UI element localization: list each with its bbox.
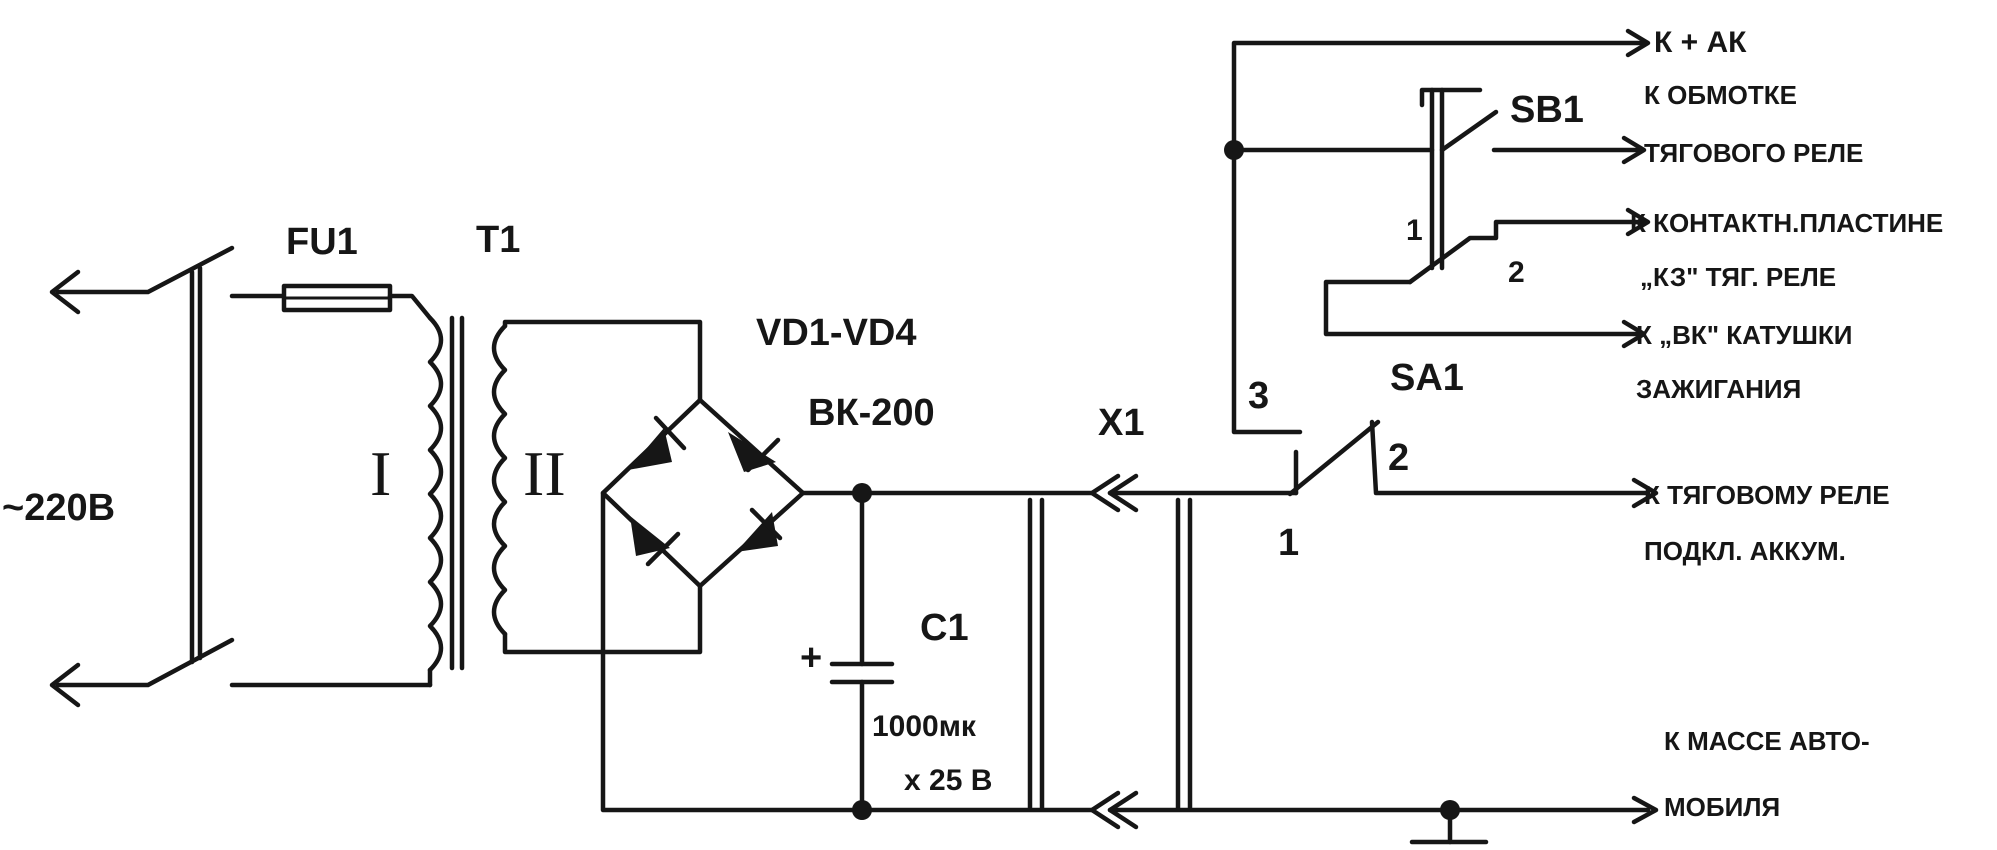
transformer-t1: [229, 315, 703, 688]
transformer-label: T1: [476, 219, 520, 261]
mains-voltage-label: ~220В: [2, 487, 115, 529]
button-label: SB1: [1510, 89, 1584, 131]
dest-mass-2: МОБИЛЯ: [1664, 792, 1780, 822]
dest-relay-1: К ТЯГОВОМУ РЕЛЕ: [1644, 480, 1890, 510]
diode-bridge: [600, 397, 1095, 813]
dest-plus-ak: К + АК: [1654, 26, 1747, 59]
bus-pin-3: 3: [1248, 375, 1269, 417]
switch-sa1: [1287, 419, 1659, 509]
button-sb1: [1323, 87, 1651, 349]
primary-winding-label: I: [370, 438, 391, 509]
dest-contact-1: К КОНТАКТН.ПЛАСТИНЕ: [1630, 208, 1943, 238]
capacitor-value-1: 1000мк: [872, 710, 977, 743]
dest-ignition-1: К „ВК" КАТУШКИ: [1636, 320, 1852, 350]
switch-label: SA1: [1390, 357, 1464, 399]
ground-symbol: [1409, 795, 1659, 845]
battery-bus: [1224, 28, 1651, 435]
fuse-fu1: [229, 283, 433, 321]
dest-ignition-2: ЗАЖИГАНИЯ: [1636, 374, 1801, 404]
button-pin-1: 1: [1406, 214, 1423, 247]
secondary-winding-label: II: [523, 438, 566, 509]
switch-pin-2: 2: [1388, 437, 1409, 479]
capacitor-label: C1: [920, 607, 969, 649]
dest-relay-2: ПОДКЛ. АККУМ.: [1644, 536, 1846, 566]
diode-bridge-label: VD1-VD4: [756, 312, 917, 354]
capacitor-c1: [829, 483, 895, 820]
diode-type-label: ВК-200: [808, 392, 935, 434]
switch-pin-1: 1: [1278, 522, 1299, 564]
fuse-label: FU1: [286, 221, 358, 263]
dest-mass-1: К МАССЕ АВТО-: [1664, 726, 1870, 756]
dest-contact-2: „КЗ" ТЯГ. РЕЛЕ: [1640, 262, 1836, 292]
button-pin-2: 2: [1508, 256, 1525, 289]
connector-x1: [1027, 473, 1651, 830]
mains-input: [49, 245, 235, 708]
capacitor-value-2: x 25 В: [904, 764, 992, 797]
capacitor-plus-sign: +: [800, 637, 822, 679]
dest-winding-1: К ОБМОТКЕ: [1644, 80, 1797, 110]
connector-label: X1: [1098, 402, 1144, 444]
dest-winding-2: ТЯГОВОГО РЕЛЕ: [1644, 138, 1863, 168]
